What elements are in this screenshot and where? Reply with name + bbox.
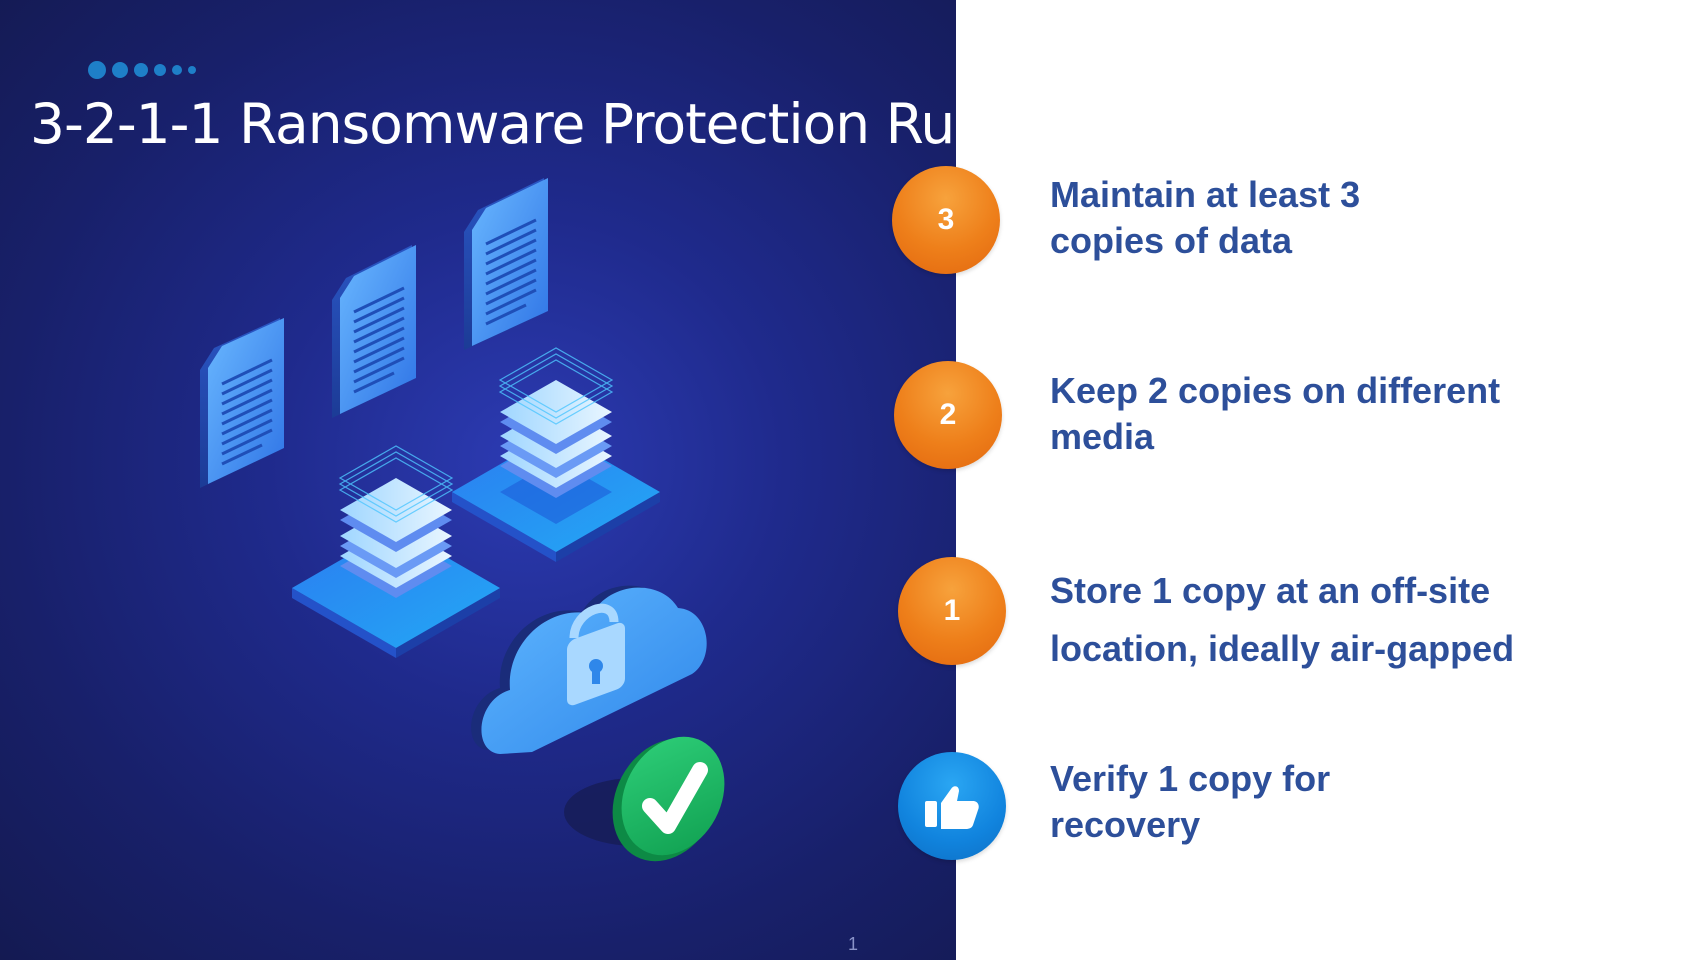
- step-line: Store 1 copy at an off-site: [1050, 570, 1491, 611]
- server-stack-icon: [292, 445, 500, 658]
- dot-icon: [188, 66, 196, 74]
- illustration-panel: 3-2-1-1 Ransomware Protection Rule: [0, 0, 956, 960]
- step-text-verify: Verify 1 copy for recovery: [1050, 756, 1650, 848]
- step-line: location, ideally air-gapped: [1050, 628, 1515, 669]
- step-line: recovery: [1050, 804, 1201, 845]
- document-icon: [332, 245, 416, 418]
- step-text-offsite: Store 1 copy at an off-site location, id…: [1050, 562, 1650, 678]
- step-text-copies: Maintain at least 3 copies of data: [1050, 172, 1650, 264]
- thumbs-up-icon: [925, 786, 979, 829]
- step-text-media: Keep 2 copies on different media: [1050, 368, 1650, 460]
- slide-title: 3-2-1-1 Ransomware Protection Rule: [30, 92, 956, 156]
- step-badge-3: 3: [892, 166, 1000, 274]
- step-line: copies of data: [1050, 220, 1293, 261]
- checkmark-icon: [564, 736, 725, 862]
- dot-icon: [154, 64, 166, 76]
- backup-illustration: [200, 178, 725, 862]
- rule-steps-panel: [956, 0, 1707, 960]
- step-line: Keep 2 copies on different: [1050, 370, 1501, 411]
- document-icon: [464, 178, 548, 350]
- cloud-lock-icon: [471, 585, 707, 754]
- step-line: Verify 1 copy for: [1050, 758, 1331, 799]
- step-badge-1: 1: [898, 557, 1006, 665]
- dot-icon: [88, 61, 106, 79]
- server-stack-icon: [452, 347, 660, 562]
- document-icon: [200, 318, 284, 488]
- step-line: Maintain at least 3: [1050, 174, 1361, 215]
- step-badge-2: 2: [894, 361, 1002, 469]
- step-badge-verify: [898, 752, 1006, 860]
- dot-icon: [112, 62, 128, 78]
- dot-icon: [172, 65, 182, 75]
- page-number: 1: [848, 934, 859, 954]
- decorative-dots: [88, 60, 202, 80]
- dot-icon: [134, 63, 148, 77]
- step-line: media: [1050, 416, 1155, 457]
